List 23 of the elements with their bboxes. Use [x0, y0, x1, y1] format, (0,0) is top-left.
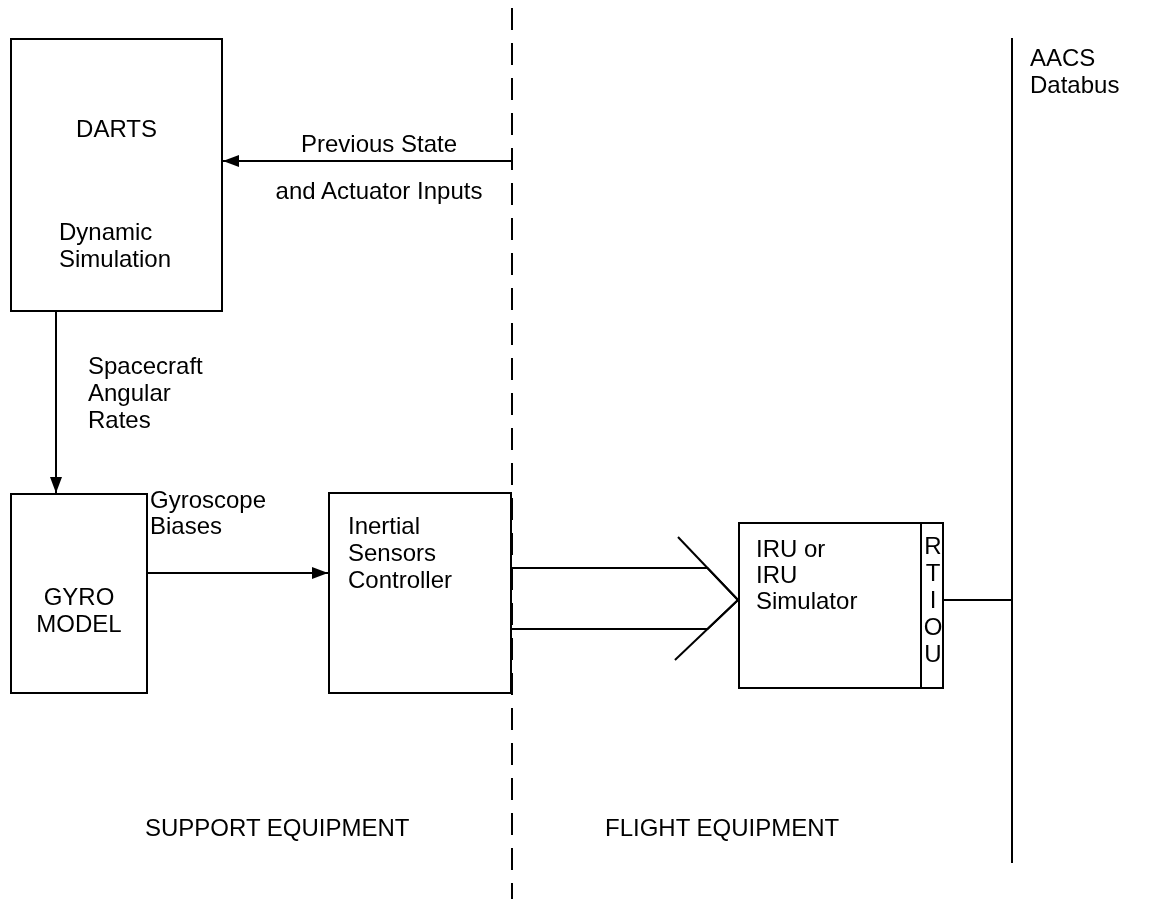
connector-line	[941, 599, 1012, 601]
node-label: IRU or IRU Simulator	[756, 536, 858, 614]
node-label: DARTS	[75, 115, 158, 142]
edge-label: Spacecraft Angular Rates	[88, 352, 203, 433]
process-box	[738, 522, 944, 689]
arrow	[147, 567, 329, 579]
arrow	[50, 311, 62, 494]
edge-label: Gyroscope Biases	[150, 487, 267, 539]
node-label: Dynamic Simulation	[59, 218, 172, 272]
process-box	[10, 493, 148, 694]
section-label: SUPPORT EQUIPMENT	[145, 814, 410, 841]
edge-label: Previous State and Actuator Inputs	[274, 129, 484, 206]
connector-line	[511, 536, 739, 601]
arrow	[222, 155, 513, 167]
node-label: AACS Databus	[1030, 44, 1120, 98]
process-box	[10, 38, 223, 312]
node-label: RTIOU	[922, 532, 944, 667]
section-label: FLIGHT EQUIPMENT	[605, 814, 840, 841]
node-label: GYRO MODEL	[35, 583, 123, 637]
connector-line	[511, 599, 739, 661]
node-label: Inertial Sensors Controller	[348, 512, 453, 593]
interface-panel	[920, 524, 942, 687]
process-box	[328, 492, 512, 694]
